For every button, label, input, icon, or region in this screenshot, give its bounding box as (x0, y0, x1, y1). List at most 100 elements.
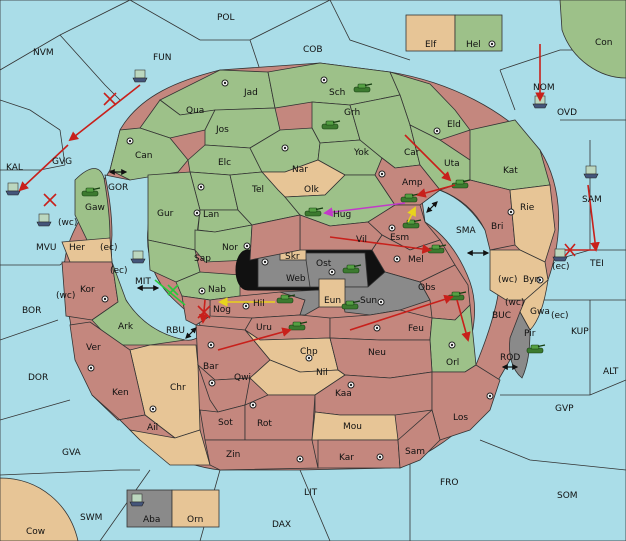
label-los: Los (453, 413, 468, 423)
label-tei: TEI (589, 259, 604, 269)
label-sap: Sap (194, 254, 211, 264)
label-gvp: GVP (555, 404, 574, 414)
province-bri[interactable] (438, 179, 516, 251)
label-cow: Cow (26, 527, 45, 537)
label-ken: Ken (112, 388, 129, 398)
province-byn[interactable] (489, 249, 549, 301)
province-kar[interactable] (317, 439, 401, 469)
supply-centers (87, 40, 544, 463)
label-pir: Pir (524, 329, 536, 339)
label-uru: Uru (256, 323, 272, 333)
label-obs: Obs (418, 283, 436, 293)
green-north-provinces (109, 62, 556, 263)
label-fun: FUN (153, 53, 172, 63)
province-gur[interactable] (147, 171, 201, 251)
label-bri: Bri (491, 222, 503, 232)
orders (18, 44, 600, 370)
label-gvg: GVG (52, 157, 72, 167)
label-sam: SAM (582, 195, 602, 205)
label-olk: Olk (304, 185, 320, 195)
label-jad: Jad (243, 88, 258, 98)
label-ost: Ost (316, 259, 332, 269)
label-car: Car (404, 148, 420, 158)
label-ark: Ark (118, 322, 134, 332)
label-buc: BUC (492, 311, 511, 321)
label-elf: Elf (425, 40, 437, 50)
label-ec4: (ec) (551, 311, 569, 321)
label-orl: Orl (446, 358, 459, 368)
label-sch: Sch (329, 88, 345, 98)
inner-sea-sma (419, 184, 500, 366)
label-her: Her (69, 243, 85, 253)
label-nom: NOM (533, 83, 555, 93)
label-rot: Rot (257, 419, 272, 429)
label-skr: Skr (285, 252, 300, 262)
fleet-unit[interactable] (36, 213, 52, 227)
label-hel: Hel (466, 40, 481, 50)
label-ail: Ail (147, 423, 158, 433)
label-wc2: (wc) (56, 291, 75, 301)
label-nog: Nog (213, 305, 231, 315)
label-gva: GVA (62, 448, 82, 458)
label-can: Can (135, 151, 153, 161)
province-mou[interactable] (311, 411, 399, 441)
sea-labels: POL NVM FUN COB NOM OVD KAL GVG GOR MVU … (6, 13, 619, 530)
label-mou: Mou (343, 422, 362, 432)
province-zin[interactable] (204, 439, 319, 471)
label-ec3: (ec) (100, 243, 118, 253)
label-bar: Bar (203, 362, 219, 372)
label-rod: ROD (500, 353, 520, 363)
label-ver: Ver (86, 343, 101, 353)
province-pir[interactable] (509, 311, 531, 379)
province-nor-east (249, 214, 301, 261)
label-sun: Sun (360, 296, 377, 306)
province-web-south (279, 289, 320, 316)
label-gur: Gur (157, 209, 174, 219)
province-elf[interactable] (405, 14, 456, 52)
label-cob: COB (303, 45, 323, 55)
label-gaw: Gaw (85, 203, 105, 213)
label-qua: Qua (186, 106, 204, 116)
label-orn: Orn (187, 515, 203, 525)
label-mel: Mel (408, 255, 424, 265)
fleet-unit[interactable] (130, 250, 146, 264)
label-hug: Hug (333, 210, 351, 220)
label-kar: Kar (339, 453, 354, 463)
label-gwa: Gwa (530, 307, 550, 317)
label-kat: Kat (503, 166, 518, 176)
label-lit: LIT (304, 488, 318, 498)
label-ec2: (ec) (552, 262, 570, 272)
label-kor: Kor (80, 285, 95, 295)
label-ovd: OVD (557, 108, 577, 118)
label-swm: SWM (80, 513, 102, 523)
province-sam[interactable] (397, 409, 441, 469)
province-eun[interactable] (318, 278, 346, 308)
label-dax: DAX (272, 520, 291, 530)
province-neu[interactable] (329, 337, 433, 379)
label-hil: Hil (253, 299, 265, 309)
label-zin: Zin (226, 450, 240, 460)
label-gor: GOR (108, 183, 128, 193)
label-ec1: (ec) (110, 266, 128, 276)
label-esm: Esm (390, 233, 409, 243)
province-rot[interactable] (244, 394, 316, 441)
label-yok: Yok (353, 148, 370, 158)
label-rie: Rie (520, 203, 535, 213)
label-nil: Nil (316, 368, 328, 378)
label-kup: KUP (571, 327, 589, 337)
label-mit: MIT (135, 277, 151, 287)
label-uta: Uta (444, 159, 460, 169)
fleet-unit[interactable] (132, 69, 148, 83)
province-orn[interactable] (171, 489, 220, 528)
fleet-unit[interactable] (583, 165, 599, 179)
label-nvm: NVM (33, 48, 54, 58)
label-web: Web (286, 274, 306, 284)
fleet-unit[interactable] (129, 493, 145, 507)
label-eun: Eun (324, 296, 341, 306)
label-sot: Sot (218, 418, 233, 428)
label-kal: KAL (6, 163, 23, 173)
label-vil: Vil (356, 235, 367, 245)
fleet-unit[interactable] (5, 182, 21, 196)
label-mvu: MVU (36, 243, 57, 253)
